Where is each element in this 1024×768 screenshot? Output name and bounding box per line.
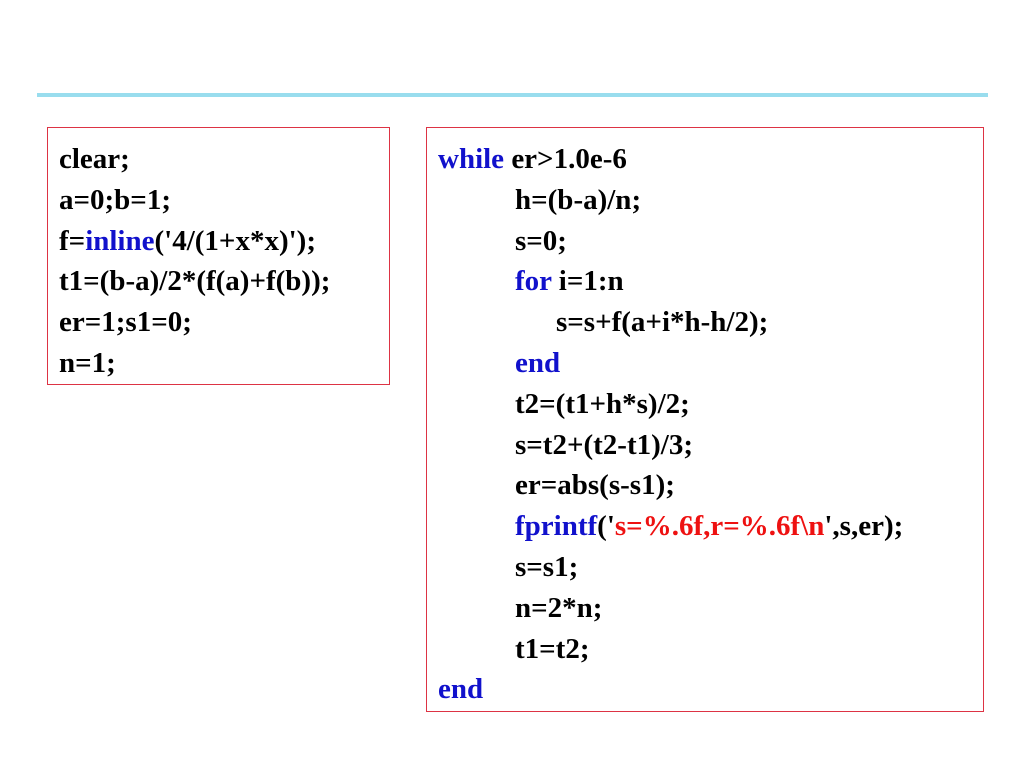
code-line-clear: clear; [59, 143, 130, 175]
code-line-sum: s=s+f(a+i*h-h/2); [556, 306, 769, 339]
code-line-t2: t2=(t1+h*s)/2; [515, 387, 690, 420]
keyword-end: end [515, 346, 561, 379]
keyword-for: for [515, 265, 552, 298]
code-line-h: h=(b-a)/n; [515, 183, 642, 216]
code-box-loop: while er>1.0e-6 h=(b-a)/n; s=0; for i=1:… [426, 127, 984, 712]
code-line-er: er=abs(s-s1); [515, 469, 675, 502]
code-line-t1: t1=(b-a)/2*(f(a)+f(b)); [59, 265, 331, 298]
code-line-t1-update: t1=t2; [515, 632, 590, 665]
code-line-n-double: n=2*n; [515, 591, 603, 624]
title-divider [37, 93, 988, 97]
code-line-for: for i=1:n [515, 265, 624, 298]
code-line-while-end: end [438, 669, 983, 710]
keyword-end: end [438, 673, 484, 706]
code-line-fprintf: fprintf('s=%.6f,r=%.6f\n',s,er); [515, 510, 904, 543]
code-line-er-s1: er=1;s1=0; [59, 306, 192, 339]
code-line-for-end: end [438, 343, 983, 384]
code-line-while: while er>1.0e-6 [438, 143, 627, 175]
code-box-init: clear; a=0;b=1; f=inline('4/(1+x*x)'); t… [47, 127, 390, 385]
keyword-fprintf: fprintf [515, 510, 598, 543]
keyword-while: while [438, 143, 505, 175]
code-line-s1: s=s1; [515, 550, 579, 583]
code-line-s-update: s=t2+(t2-t1)/3; [515, 428, 693, 461]
code-line-function: f=inline('4/(1+x*x)'); [59, 224, 316, 257]
keyword-inline: inline [85, 224, 155, 257]
code-line-bounds: a=0;b=1; [59, 183, 171, 216]
code-line-s-init: s=0; [515, 224, 567, 257]
format-string: s=%.6f,r=%.6f\n [614, 510, 825, 543]
code-line-n: n=1; [59, 346, 116, 379]
